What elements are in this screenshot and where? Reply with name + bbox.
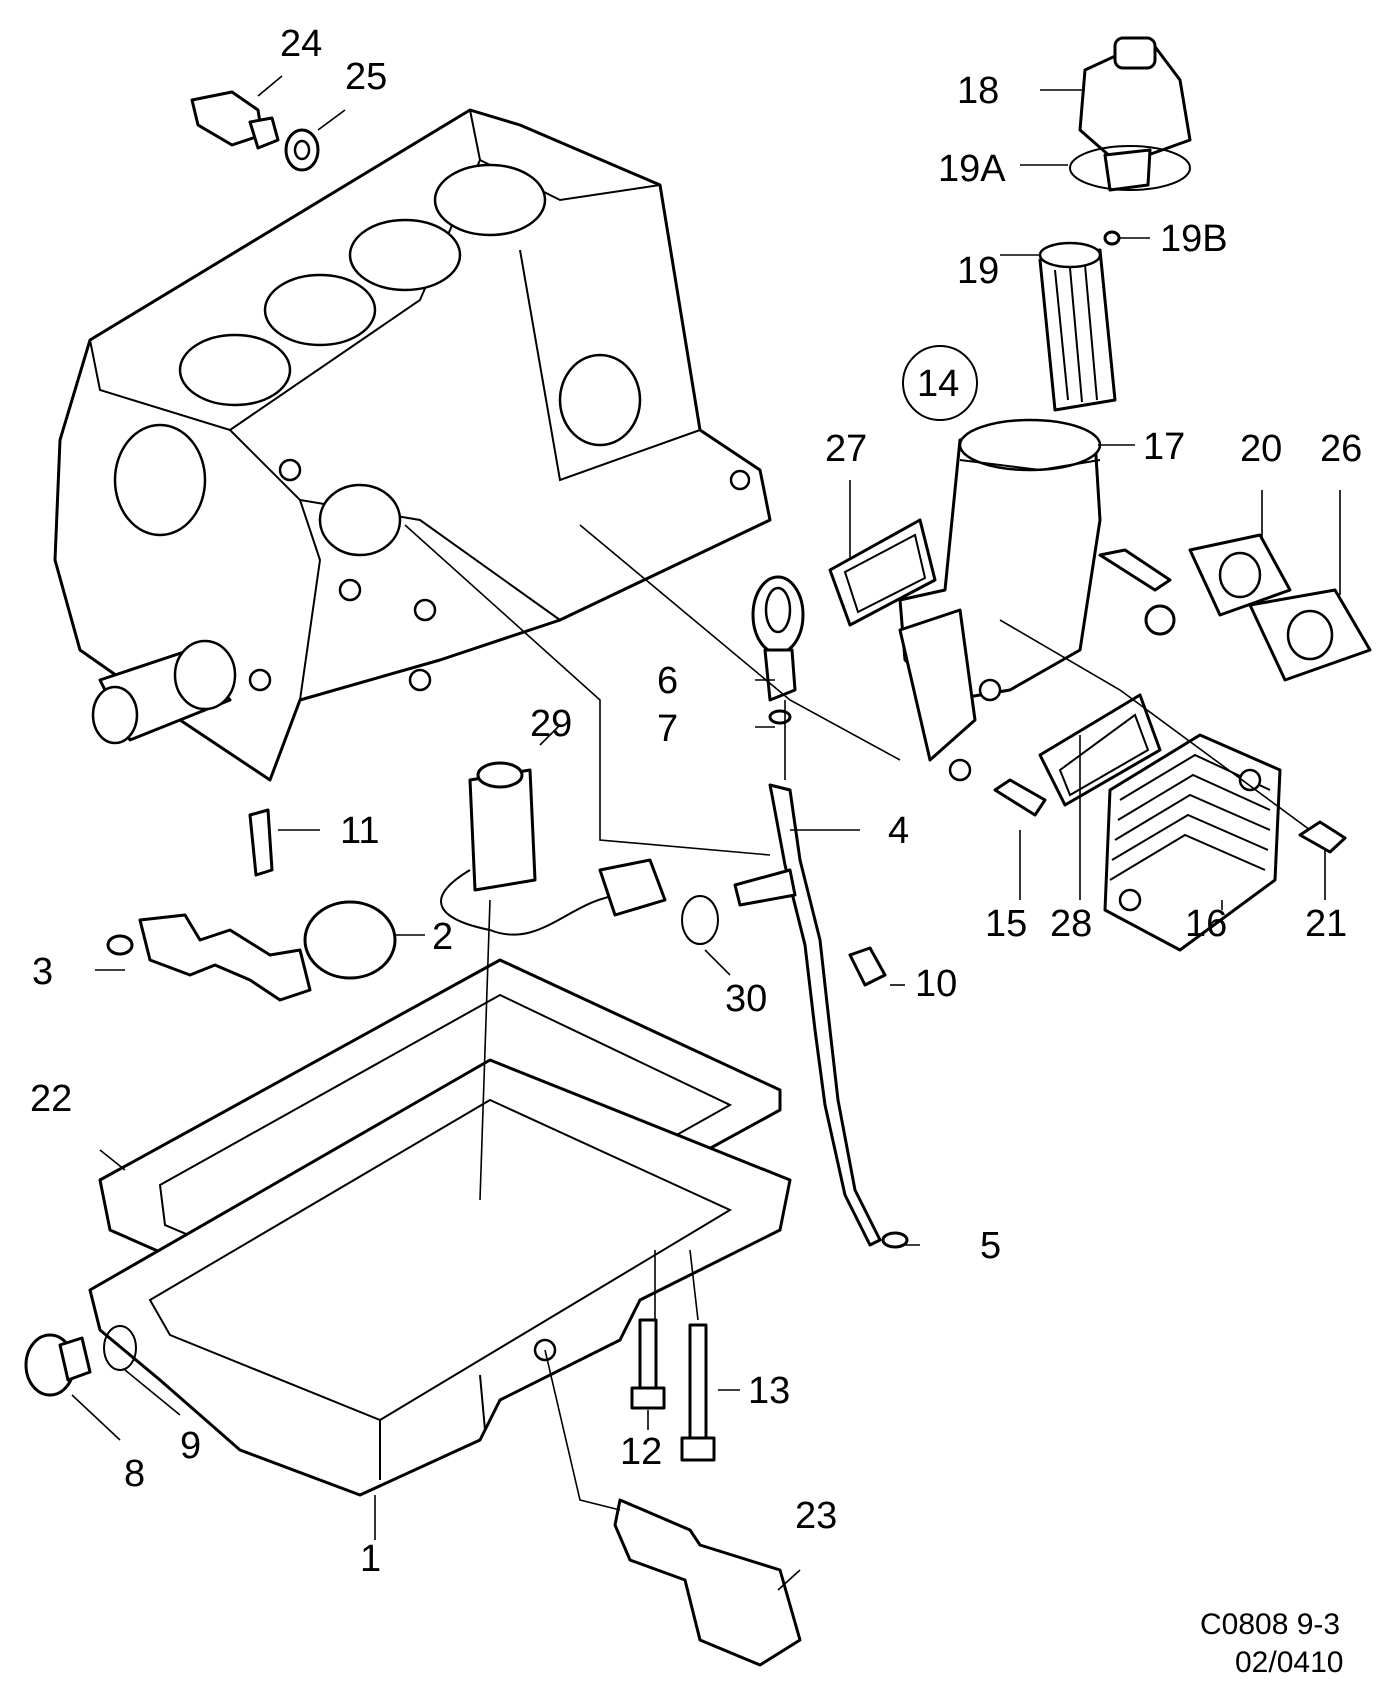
callout-10: 10 (915, 963, 958, 1005)
callout-22: 22 (30, 1078, 73, 1120)
o-ring-19b (1103, 230, 1121, 246)
callout-4: 4 (888, 810, 910, 852)
callout-15: 15 (985, 903, 1028, 945)
o-ring-7 (768, 709, 792, 725)
callout-11: 11 (340, 810, 380, 852)
callout-21: 21 (1305, 903, 1348, 945)
bolt-13 (680, 1323, 716, 1462)
oil-pan (88, 1058, 792, 1497)
sealing-ring-9 (103, 1325, 137, 1371)
callout-2: 2 (432, 916, 454, 958)
callout-16: 16 (1185, 903, 1228, 945)
callout-19b: 19B (1160, 218, 1228, 260)
gasket-27 (828, 518, 937, 627)
callout-7: 7 (657, 708, 679, 750)
oil-filter-element (1038, 241, 1117, 412)
callout-9: 9 (180, 1425, 202, 1467)
o-ring-19a (1069, 145, 1191, 191)
diagram-code: C0808 9-3 (1200, 1608, 1341, 1641)
oil-pressure-switch (190, 90, 280, 150)
callout-23: 23 (795, 1495, 838, 1537)
dipstick-guide-tube (768, 783, 882, 1247)
callout-28: 28 (1050, 903, 1093, 945)
callout-1: 1 (360, 1538, 382, 1580)
diagram-date: 02/0410 (1235, 1646, 1344, 1679)
bolt-12 (630, 1318, 666, 1410)
callout-19a: 19A (938, 148, 1006, 190)
callout-18: 18 (957, 70, 1000, 112)
oil-filter-housing (898, 418, 1102, 782)
callout-27: 27 (825, 428, 868, 470)
callout-5: 5 (980, 1225, 1002, 1267)
callout-12: 12 (620, 1431, 663, 1473)
engine-block (53, 108, 772, 782)
oil-pickup-pipe (106, 808, 397, 1002)
o-ring-30 (681, 895, 719, 945)
sealing-washer (284, 128, 320, 172)
callout-17: 17 (1143, 426, 1186, 468)
oil-temperature-sensor (613, 1498, 802, 1667)
group-number-circle (902, 345, 978, 421)
callout-29: 29 (530, 703, 573, 745)
o-ring-5 (881, 1231, 909, 1249)
callout-30: 30 (725, 978, 768, 1020)
callout-8: 8 (124, 1453, 146, 1495)
dipstick-handle (751, 575, 805, 702)
oil-level-sensor (440, 761, 667, 936)
oil-filter-cap (1078, 36, 1192, 192)
leader-lines (71, 75, 1341, 1591)
bolt-21 (1298, 820, 1347, 854)
callout-14: 14 (917, 363, 960, 405)
callout-6: 6 (657, 660, 679, 702)
callout-25: 25 (345, 56, 388, 98)
bolt-15 (993, 778, 1047, 817)
callout-24: 24 (280, 23, 323, 65)
callout-26: 26 (1320, 428, 1363, 470)
callout-20: 20 (1240, 428, 1283, 470)
bracket-10 (733, 868, 887, 987)
gasket-28 (1038, 693, 1162, 807)
bolt-flange (1098, 548, 1172, 592)
flange-20 (1144, 533, 1292, 636)
callout-19: 19 (957, 250, 1000, 292)
callout-13: 13 (748, 1370, 791, 1412)
gasket-26 (1248, 588, 1372, 682)
oil-cooler (1103, 733, 1282, 952)
drain-plug (24, 1333, 92, 1397)
callout-3: 3 (32, 951, 54, 993)
